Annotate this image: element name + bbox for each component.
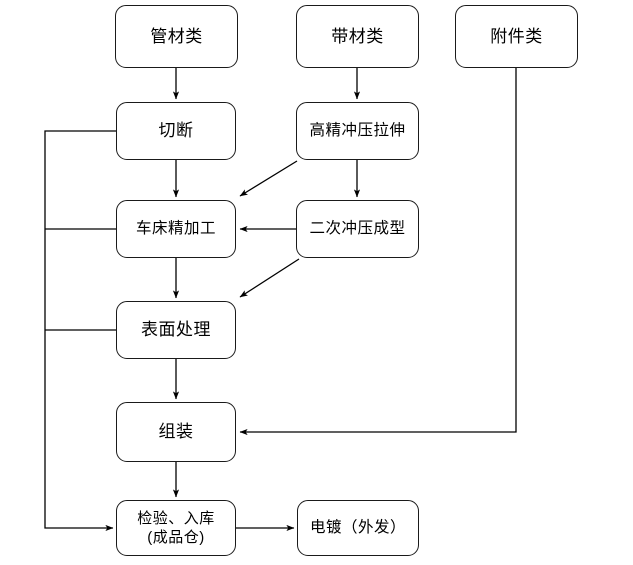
node-stamp1[interactable]: 高精冲压拉伸	[296, 102, 419, 160]
node-strip-label: 带材类	[331, 26, 384, 46]
node-stamp2[interactable]: 二次冲压成型	[296, 200, 419, 258]
node-stamp2-label: 二次冲压成型	[309, 220, 406, 238]
edge-stamp1-to-lathe	[239, 160, 298, 197]
node-lathe[interactable]: 车床精加工	[116, 200, 236, 258]
edge-stamp2-to-surface	[239, 258, 300, 298]
node-surface[interactable]: 表面处理	[116, 301, 236, 359]
node-surface-label: 表面处理	[141, 320, 211, 340]
node-assembly[interactable]: 组装	[116, 402, 236, 462]
node-pipe-label: 管材类	[150, 26, 203, 46]
node-accessory[interactable]: 附件类	[455, 5, 578, 68]
node-plating[interactable]: 电镀（外发）	[297, 500, 419, 556]
node-plating-label: 电镀（外发）	[309, 519, 406, 537]
node-lathe-label: 车床精加工	[135, 220, 216, 238]
node-inspect[interactable]: 检验、入库 (成品仓)	[116, 500, 236, 556]
node-assembly-label: 组装	[158, 422, 194, 442]
node-cut-label: 切断	[158, 121, 194, 141]
node-pipe[interactable]: 管材类	[115, 5, 238, 68]
node-inspect-label: 检验、入库 (成品仓)	[137, 509, 215, 547]
edge-accessory-to-assembly	[239, 68, 517, 436]
node-stamp1-label: 高精冲压拉伸	[309, 122, 406, 140]
node-accessory-label: 附件类	[490, 26, 543, 46]
node-cut[interactable]: 切断	[116, 102, 236, 160]
node-strip[interactable]: 带材类	[296, 5, 419, 68]
